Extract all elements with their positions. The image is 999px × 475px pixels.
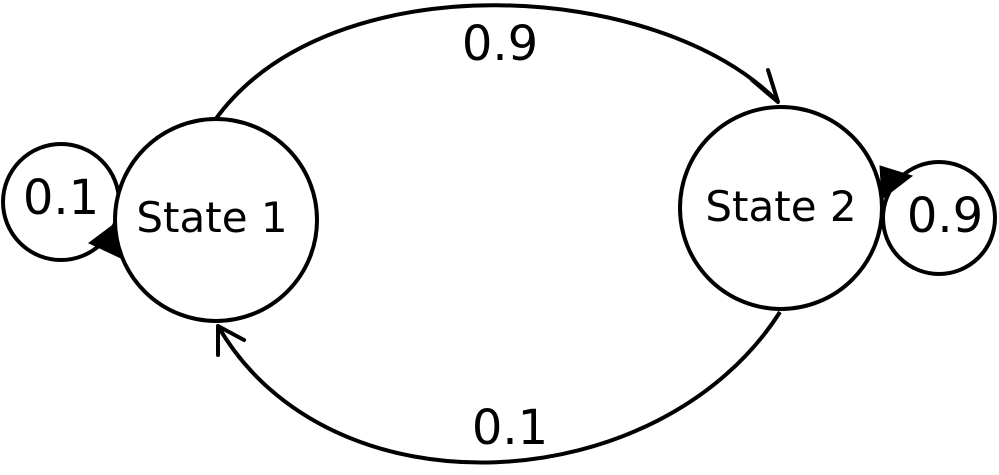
edge-label-state2-to-state1: 0.1 (472, 400, 548, 456)
state-node-2 (678, 105, 884, 311)
edge-label-state1-to-state2: 0.9 (462, 16, 538, 72)
arrowhead-state2-icon (750, 68, 780, 104)
self-loop-arrowhead-state2-icon (879, 165, 914, 200)
edge-state2-to-state1 (216, 310, 782, 465)
arrowhead-state1-icon (216, 324, 246, 357)
state-node-1 (113, 117, 319, 323)
edge-state1-to-state2 (213, 3, 780, 122)
self-loop-label-state2: 0.9 (907, 188, 983, 244)
state-label-2: State 2 (705, 182, 856, 231)
state-label-1: State 1 (136, 193, 287, 242)
self-loop-label-state1: 0.1 (23, 170, 99, 226)
